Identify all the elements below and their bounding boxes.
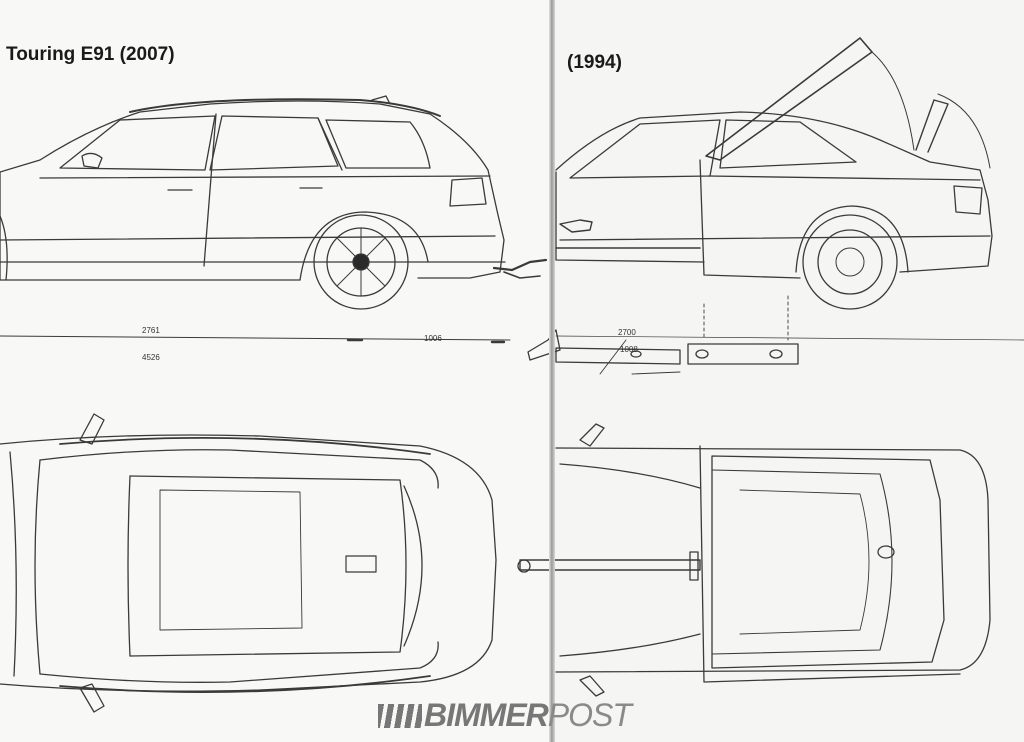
e91-dimension-line (0, 335, 511, 344)
watermark-main: BIMMER (424, 697, 549, 733)
logo-stripes-icon (378, 704, 422, 728)
dim-overhang-1994: 1008 (620, 345, 638, 354)
e36-side-view (555, 37, 993, 310)
dim-length-2007: 4526 (142, 353, 160, 362)
e91-side-view (0, 95, 548, 310)
title-1994: (1994) (567, 52, 622, 73)
title-e91: Touring E91 (2007) (6, 44, 175, 65)
dim-wheelbase-2007: 2761 (142, 326, 160, 335)
dim-wheelbase-1994: 2700 (618, 328, 636, 337)
book-spine (549, 0, 555, 742)
e36-top-view (517, 423, 991, 697)
watermark-suffix: POST (547, 697, 632, 733)
left-page (0, 0, 553, 742)
hitch-bar-drawing (527, 295, 1024, 375)
right-page (553, 0, 1024, 742)
bimmerpost-watermark: BIMMERPOST (378, 697, 632, 734)
e91-top-view (0, 413, 497, 713)
dim-overhang-2007: 1006 (424, 334, 442, 343)
